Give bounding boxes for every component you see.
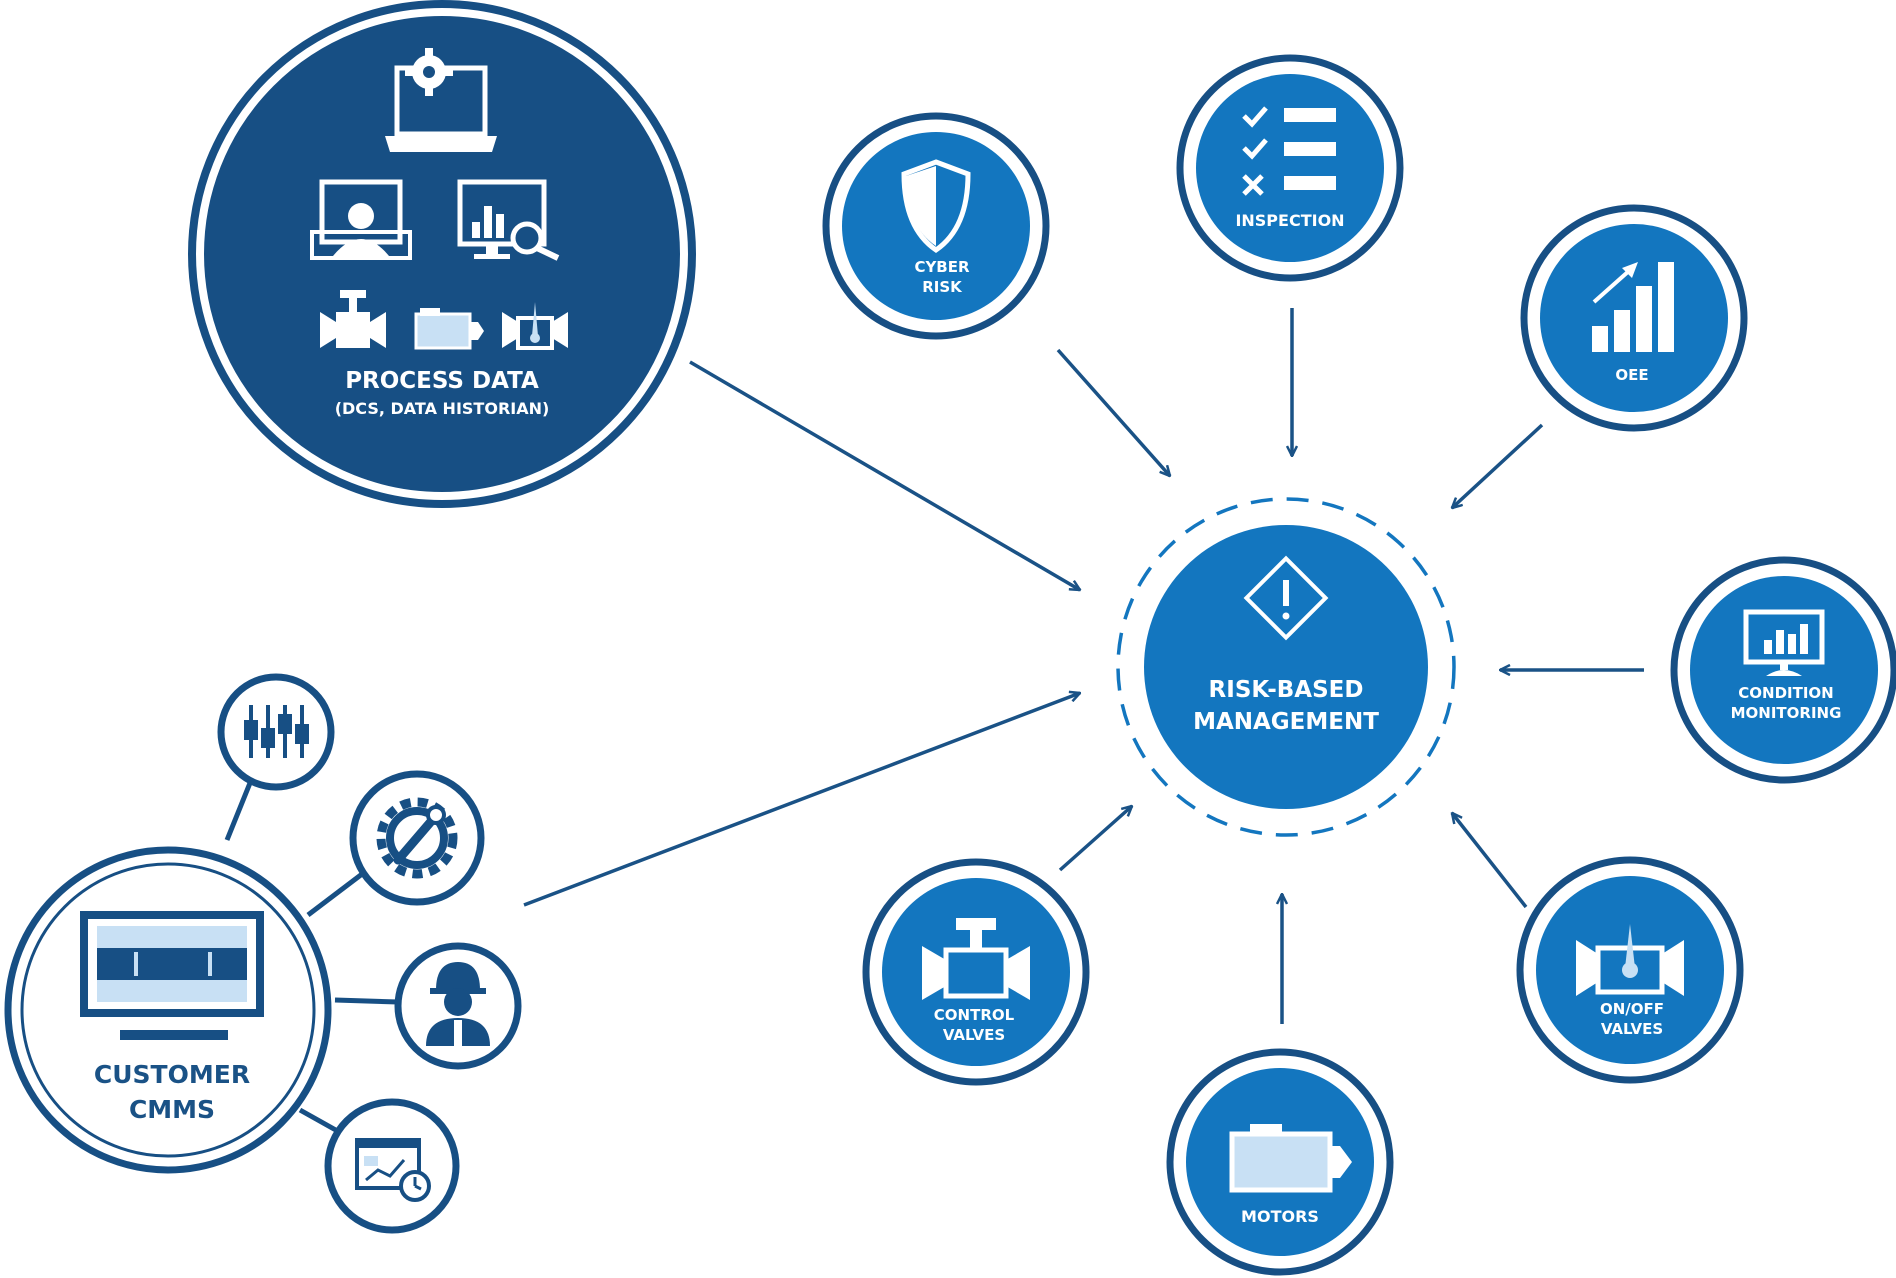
onoff-valve-icon [502, 302, 568, 350]
gear-wrench-icon [376, 797, 458, 879]
laptop-gear-icon [385, 48, 497, 152]
motors-node: MOTORS [1166, 1048, 1394, 1276]
center-node: RISK-BASED MANAGEMENT [1116, 497, 1456, 837]
cmms-label-line1: CUSTOMER [94, 1060, 250, 1089]
motors-label: MOTORS [1241, 1207, 1319, 1226]
sliders-satellite [217, 673, 335, 791]
operator-screen-icon [310, 179, 412, 260]
center-label-line2: MANAGEMENT [1193, 709, 1379, 735]
condition-label-line1: CONDITION [1738, 684, 1833, 702]
control-valve-icon [320, 290, 386, 348]
arrow-oee-to-center [1452, 423, 1544, 508]
arrows [523, 308, 1644, 1024]
arrow-onoff-to-center [1452, 813, 1528, 909]
process-data-node: PROCESS DATA (DCS, DATA HISTORIAN) [188, 0, 696, 508]
process-subtitle: (DCS, DATA HISTORIAN) [335, 399, 550, 418]
arrow-cyber-to-center [1056, 348, 1170, 476]
cyber-risk-node: CYBER RISK [822, 112, 1050, 340]
control-label-line1: CONTROL [934, 1006, 1015, 1024]
inspection-node: INSPECTION [1176, 54, 1404, 282]
engineer-satellite [394, 942, 522, 1070]
oee-node: OEE [1520, 204, 1748, 432]
cyber-label-line1: CYBER [914, 258, 970, 276]
report-clock-icon [355, 1138, 431, 1202]
process-title: PROCESS DATA [345, 368, 539, 394]
motor-icon-large [1229, 1124, 1352, 1193]
chart-search-icon [457, 179, 560, 261]
checklist-icon [1242, 106, 1336, 196]
control-label-line2: VALVES [943, 1026, 1005, 1044]
cmms-label-line2: CMMS [129, 1095, 215, 1124]
shield-icon [901, 159, 971, 254]
arrow-process-to-center [689, 360, 1080, 592]
cyber-label-line2: RISK [922, 278, 963, 296]
control-valves-node: CONTROL VALVES [862, 858, 1090, 1086]
growth-chart-icon [1592, 262, 1674, 352]
oee-label: OEE [1615, 366, 1648, 384]
motor-icon [414, 308, 484, 350]
monitor-chart-icon [1743, 609, 1825, 676]
center-label-line1: RISK-BASED [1209, 677, 1364, 703]
onoff-label-line2: VALVES [1601, 1020, 1663, 1038]
report-clock-satellite [324, 1098, 460, 1234]
onoff-valves-node: ON/OFF VALVES [1516, 856, 1744, 1084]
arrow-control-to-center [1058, 806, 1132, 872]
monitor-table-icon [80, 911, 264, 1040]
cmms-cluster: CUSTOMER CMMS [4, 673, 522, 1234]
arrow-cmms-to-center [523, 693, 1080, 907]
control-valve-icon-large [922, 918, 1030, 1000]
sliders-icon [244, 705, 309, 758]
condition-label-line2: MONITORING [1731, 704, 1842, 722]
condition-monitoring-node: CONDITION MONITORING [1670, 556, 1896, 784]
onoff-label-line1: ON/OFF [1600, 1000, 1664, 1018]
warning-diamond-icon [1243, 555, 1329, 641]
inspection-label: INSPECTION [1235, 211, 1344, 230]
onoff-valve-icon-large [1576, 924, 1684, 996]
engineer-icon [426, 962, 490, 1046]
gear-wrench-satellite [349, 770, 485, 906]
